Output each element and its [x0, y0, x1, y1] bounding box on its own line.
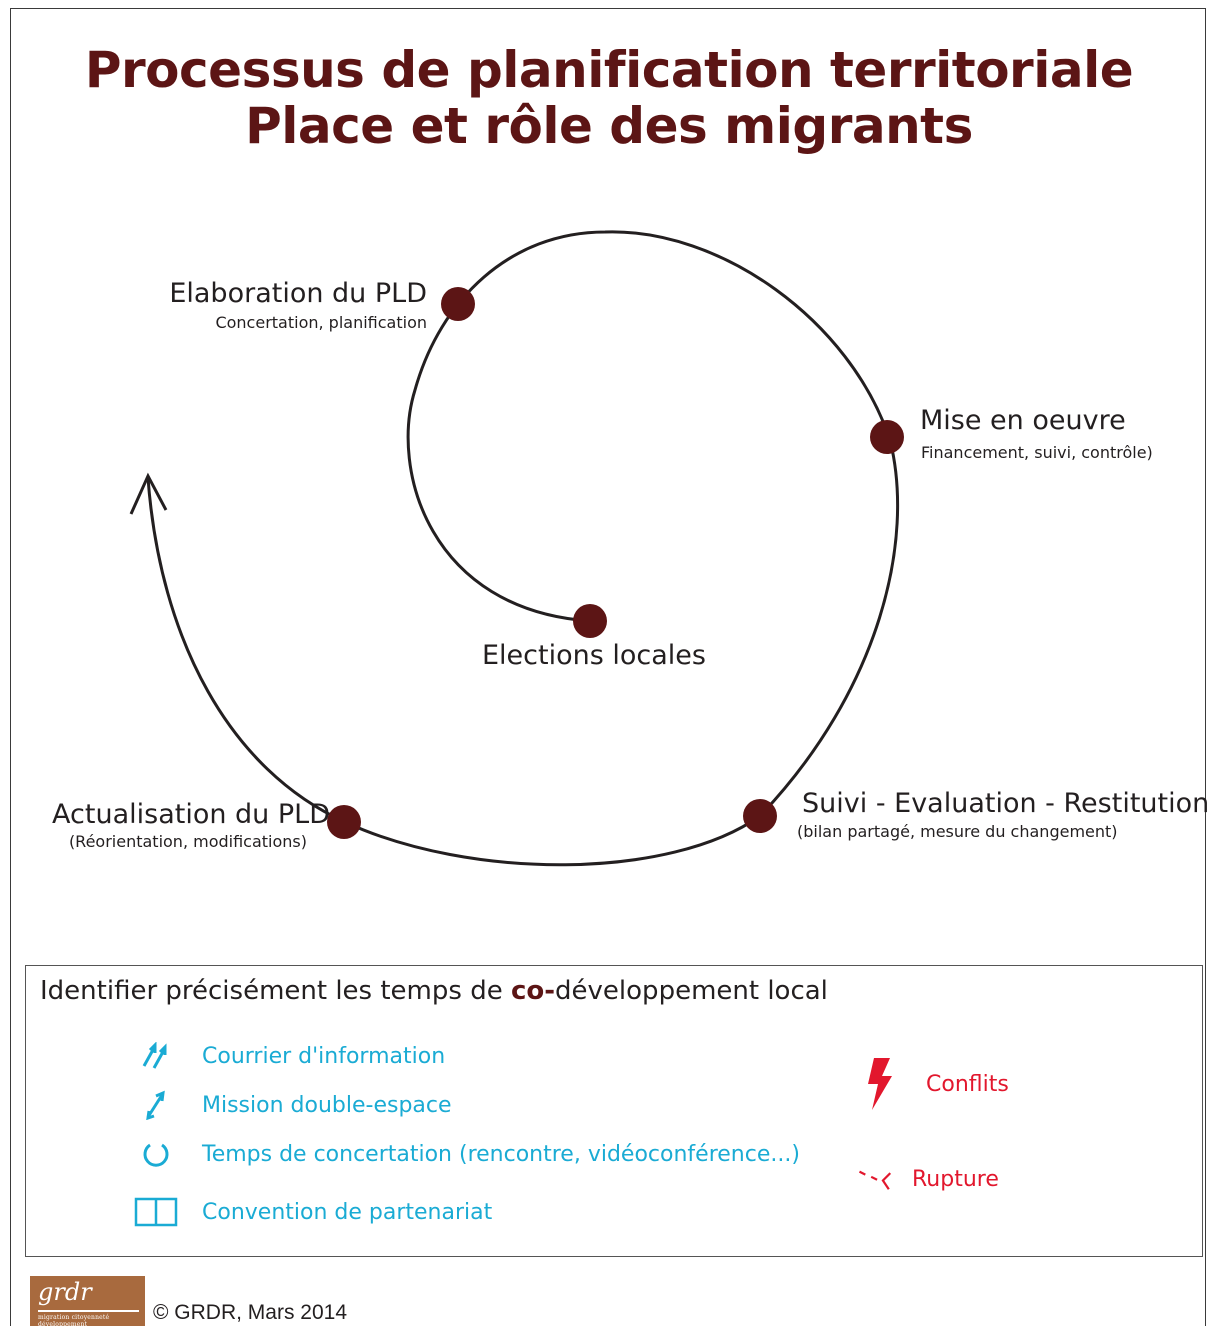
logo-tagline: migration citoyenneté développement: [38, 1314, 110, 1328]
page-frame: [10, 8, 1206, 1326]
lightning-icon: [858, 1058, 902, 1110]
legend-label-mission: Mission double-espace: [202, 1092, 452, 1118]
legend-label-conflits: Conflits: [926, 1071, 1009, 1097]
node-suivi: [743, 799, 777, 833]
mise-en-oeuvre-detail: Financement, suivi, contrôle): [921, 443, 1153, 462]
legend-label-convention: Convention de partenariat: [202, 1199, 493, 1225]
legend-heading-emphasis: co-: [510, 976, 556, 1006]
circle-arrows-icon: [134, 1136, 178, 1172]
legend-item-conflits: Conflits: [858, 1058, 1009, 1110]
double-arrow-icon: [134, 1038, 178, 1074]
legend-item-courrier: Courrier d'information: [134, 1038, 445, 1074]
spiral-diagram: [129, 230, 904, 867]
legend-heading: Identifier précisément les temps de co-d…: [40, 976, 828, 1006]
copyright-text: © GRDR, Mars 2014: [153, 1301, 348, 1324]
legend-box: Identifier précisément les temps de co-d…: [25, 965, 1203, 1257]
grdr-logo: grdr migration citoyenneté développement: [30, 1276, 145, 1328]
legend-heading-start: Identifier précisément les temps de: [40, 976, 511, 1006]
broken-link-icon: [858, 1161, 902, 1197]
split-rectangle-icon: [134, 1194, 178, 1230]
legend-label-courrier: Courrier d'information: [202, 1043, 446, 1069]
actualisation-detail: (Réorientation, modifications): [68, 832, 307, 851]
title-line-2: Place et rôle des migrants: [245, 97, 973, 155]
node-elections: [573, 604, 607, 638]
single-arrow-icon: [134, 1087, 178, 1123]
actualisation-label: Actualisation du PLD: [52, 799, 330, 830]
legend-label-concertation: Temps de concertation (rencontre, vidéoc…: [202, 1141, 800, 1167]
arrowhead-icon: [129, 472, 168, 515]
legend-item-concertation: Temps de concertation (rencontre, vidéoc…: [134, 1136, 800, 1172]
elections-label: Elections locales: [482, 640, 706, 671]
legend-item-rupture: Rupture: [858, 1161, 999, 1197]
node-elaboration: [441, 287, 475, 321]
suivi-label: Suivi - Evaluation - Restitution: [802, 788, 1210, 819]
elaboration-label: Elaboration du PLD: [169, 278, 427, 309]
node-mise-en-oeuvre: [870, 420, 904, 454]
legend-label-rupture: Rupture: [912, 1166, 999, 1192]
legend-heading-end: développement local: [555, 976, 828, 1006]
legend-item-mission: Mission double-espace: [134, 1087, 452, 1123]
suivi-detail: (bilan partagé, mesure du changement): [797, 822, 1118, 841]
title-line-1: Processus de planification territoriale: [84, 41, 1134, 99]
logo-underline: [38, 1310, 139, 1312]
node-actualisation: [327, 805, 361, 839]
legend-item-convention: Convention de partenariat: [134, 1194, 492, 1230]
logo-text: grdr: [38, 1278, 92, 1306]
mise-en-oeuvre-label: Mise en oeuvre: [920, 405, 1126, 436]
footer: grdr migration citoyenneté développement…: [30, 1276, 348, 1328]
elaboration-detail: Concertation, planification: [215, 313, 427, 332]
